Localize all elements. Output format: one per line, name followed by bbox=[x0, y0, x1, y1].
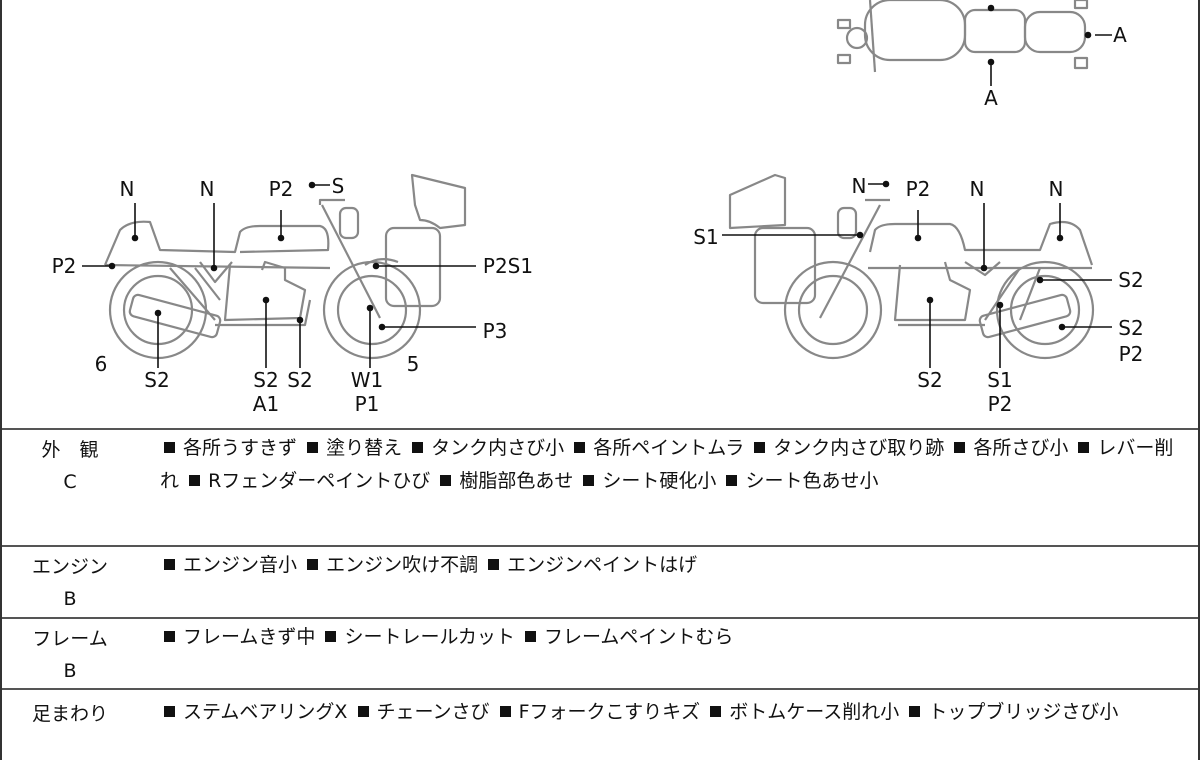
bullet-square-icon bbox=[164, 631, 175, 642]
condition-item: フレームきず中 bbox=[183, 626, 316, 648]
label-right-n-side: N bbox=[969, 177, 985, 201]
condition-item: タンク内さび小 bbox=[431, 437, 565, 459]
bullet-square-icon bbox=[440, 475, 452, 486]
label-right-n-tail: N bbox=[1048, 177, 1064, 201]
label-left-n1: N bbox=[119, 177, 135, 201]
label-right-s1-step: S1 bbox=[987, 368, 1013, 392]
row-grade: B bbox=[63, 588, 77, 610]
row-items: 各所うすきず 塗り替え タンク内さび小 各所ペイントムラ タンク内さび取り跡 各… bbox=[160, 432, 1184, 498]
label-left-s2-muffler: S2 bbox=[144, 368, 170, 392]
label-left-p3: P3 bbox=[482, 319, 508, 343]
condition-item: 各所ペイントムラ bbox=[593, 437, 745, 459]
bullet-square-icon bbox=[164, 442, 175, 453]
bullet-square-icon bbox=[189, 475, 201, 486]
row-frame: フレーム B フレームきず中 シートレールカット フレームペイントむら bbox=[2, 617, 1198, 689]
condition-item: エンジン音小 bbox=[183, 554, 298, 576]
label-right-s1-box: S1 bbox=[693, 225, 719, 249]
bullet-square-icon bbox=[357, 706, 369, 717]
condition-item: シートレールカット bbox=[344, 626, 515, 648]
motorcycle-drawings bbox=[82, 0, 1112, 368]
right-side-motorcycle bbox=[728, 173, 1095, 360]
bullet-square-icon bbox=[499, 706, 511, 717]
label-left-w1: W1 bbox=[350, 368, 384, 392]
label-left-p2-tank: P2 bbox=[268, 177, 294, 201]
label-top-a-front: A bbox=[1113, 23, 1127, 47]
condition-item: Fフォークこすりキズ bbox=[518, 701, 701, 723]
condition-item: エンジンペイントはげ bbox=[507, 554, 698, 576]
condition-item: エンジン吹け不調 bbox=[326, 554, 479, 576]
label-right-s2-rear: S2 bbox=[1118, 268, 1144, 292]
condition-item: トップブリッジさび小 bbox=[928, 701, 1119, 723]
leader-lines bbox=[82, 4, 1112, 368]
label-left-n2: N bbox=[199, 177, 215, 201]
bullet-square-icon bbox=[726, 475, 738, 486]
condition-item: チェーンさび bbox=[376, 701, 490, 723]
bullet-square-icon bbox=[954, 442, 966, 453]
row-label: フレーム bbox=[32, 628, 108, 650]
bullet-square-icon bbox=[574, 442, 586, 453]
label-left-front-num: 5 bbox=[406, 352, 420, 376]
label-right-s2-wheel: S2 bbox=[1118, 316, 1144, 340]
row-suspension: 足まわり ステムベアリングX チェーンさび Fフォークこすりキズ ボトムケース削… bbox=[2, 688, 1198, 730]
label-left-p2-tail: P2 bbox=[51, 254, 77, 278]
bullet-square-icon bbox=[524, 631, 536, 642]
condition-item: ステムベアリングX bbox=[183, 701, 348, 723]
bullet-square-icon bbox=[307, 442, 319, 453]
row-items: フレームきず中 シートレールカット フレームペイントむら bbox=[160, 621, 1184, 654]
condition-item: レバー削れ bbox=[160, 437, 1174, 492]
condition-item: ボトムケース削れ小 bbox=[729, 701, 900, 723]
row-exterior: 外 観 C 各所うすきず 塗り替え タンク内さび小 各所ペイントムラ タンク内さび… bbox=[2, 428, 1198, 545]
condition-item: 各所うすきず bbox=[183, 437, 298, 459]
row-grade: C bbox=[63, 471, 77, 493]
label-left-rear-num: 6 bbox=[94, 352, 108, 376]
label-right-p2-step: P2 bbox=[987, 392, 1013, 416]
label-right-p2-tank: P2 bbox=[905, 177, 931, 201]
condition-item: 各所さび小 bbox=[973, 437, 1069, 459]
bullet-square-icon bbox=[754, 442, 766, 453]
condition-item: 樹脂部色あせ bbox=[459, 470, 574, 492]
label-left-s2-pipe: S2 bbox=[287, 368, 313, 392]
row-label: 足まわり bbox=[31, 703, 108, 725]
bullet-square-icon bbox=[488, 559, 500, 570]
label-left-s2-engine: S2 bbox=[253, 368, 279, 392]
bullet-square-icon bbox=[307, 559, 319, 570]
label-top-a-tank: A bbox=[984, 86, 998, 110]
row-grade: B bbox=[63, 660, 77, 682]
bullet-square-icon bbox=[710, 706, 722, 717]
condition-item: シート硬化小 bbox=[602, 470, 717, 492]
row-engine: エンジン B エンジン音小 エンジン吹け不調 エンジンペイントはげ bbox=[2, 545, 1198, 617]
label-right-p2-wheel: P2 bbox=[1118, 342, 1144, 366]
condition-item: Rフェンダーペイントひび bbox=[208, 470, 431, 492]
label-left-s-mirror: S bbox=[331, 174, 345, 198]
left-side-motorcycle bbox=[103, 173, 467, 360]
condition-item: タンク内さび取り跡 bbox=[773, 437, 945, 459]
row-label: 外 観 bbox=[41, 439, 99, 461]
bullet-square-icon bbox=[164, 706, 175, 717]
label-left-p1: P1 bbox=[354, 392, 380, 416]
row-items: ステムベアリングX チェーンさび Fフォークこすりキズ ボトムケース削れ小 トッ… bbox=[160, 696, 1184, 729]
bullet-square-icon bbox=[909, 706, 921, 717]
label-right-n-mirror: N bbox=[851, 174, 867, 198]
bullet-square-icon bbox=[164, 559, 175, 570]
bullet-square-icon bbox=[583, 475, 595, 486]
condition-item: 塗り替え bbox=[326, 437, 403, 459]
damage-diagram: A A N N P2 S P2 P2S1 P3 6 S2 S2 S2 A1 W1… bbox=[51, 0, 1144, 416]
condition-item: フレームペイントむら bbox=[543, 626, 734, 648]
bullet-square-icon bbox=[1078, 442, 1090, 453]
label-right-s2-engine: S2 bbox=[917, 368, 943, 392]
condition-item: シート色あせ小 bbox=[745, 470, 879, 492]
row-label: エンジン bbox=[31, 556, 108, 578]
row-items: エンジン音小 エンジン吹け不調 エンジンペイントはげ bbox=[160, 549, 1184, 582]
label-left-a1: A1 bbox=[252, 392, 280, 416]
bullet-square-icon bbox=[412, 442, 424, 453]
top-view-motorcycle bbox=[836, 0, 1089, 73]
bullet-square-icon bbox=[325, 631, 337, 642]
label-left-p2s1: P2S1 bbox=[482, 254, 534, 278]
